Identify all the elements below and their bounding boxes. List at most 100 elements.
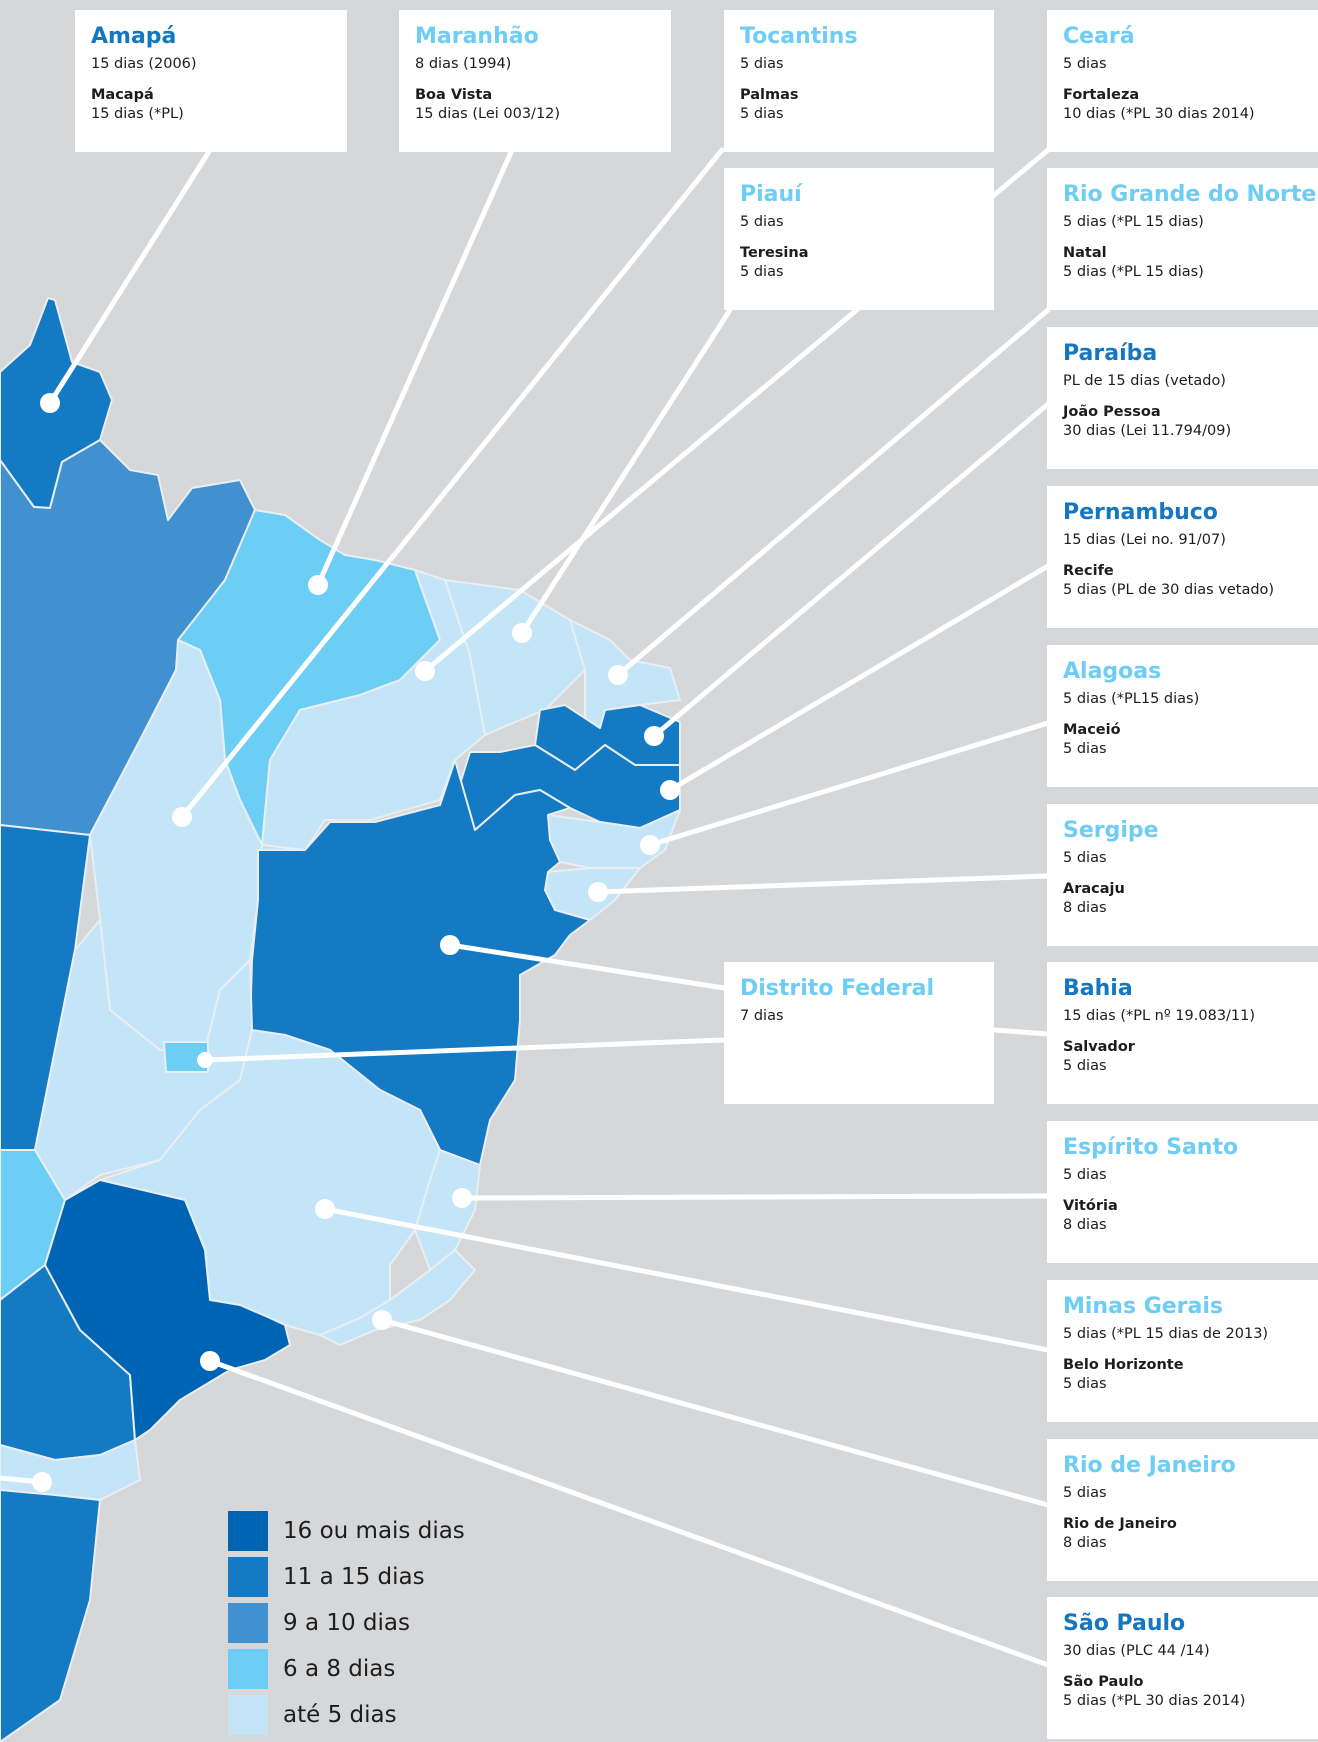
city-name: Palmas <box>740 87 799 103</box>
card-minas-gerais: Minas Gerais 5 dias (*PL 15 dias de 2013… <box>1047 1280 1318 1422</box>
city-value: 5 dias <box>740 106 784 122</box>
state-value: 5 dias <box>1063 56 1107 72</box>
state-name: Pernambuco <box>1063 500 1218 525</box>
state-value: 8 dias (1994) <box>415 56 512 72</box>
city-value: 8 dias <box>1063 1535 1107 1551</box>
state-value: 5 dias (*PL 15 dias) <box>1063 214 1204 230</box>
state-name: São Paulo <box>1063 1611 1186 1636</box>
card-bahia: Bahia 15 dias (*PL nº 19.083/11) Salvado… <box>1047 962 1318 1104</box>
city-value: 5 dias <box>740 264 784 280</box>
card-paraiba: Paraíba PL de 15 dias (vetado) João Pess… <box>1047 327 1318 469</box>
city-value: 8 dias <box>1063 900 1107 916</box>
marker-bahia <box>440 935 460 955</box>
state-name: Rio Grande do Norte <box>1063 182 1317 207</box>
state-value: 5 dias (*PL 15 dias de 2013) <box>1063 1326 1269 1342</box>
legend-item: 6 a 8 dias <box>228 1646 465 1692</box>
city-value: 5 dias (PL de 30 dias vetado) <box>1063 582 1275 598</box>
state-name: Piauí <box>740 182 802 207</box>
region-rio-de-janeiro <box>319 1249 476 1346</box>
city-name: Teresina <box>740 245 809 261</box>
state-name: Amapá <box>91 24 177 49</box>
city-name: Macapá <box>91 87 154 103</box>
city-name: São Paulo <box>1063 1674 1144 1690</box>
region-sao-paulo <box>44 1179 291 1441</box>
city-name: Fortaleza <box>1063 87 1140 103</box>
marker-amapa <box>40 393 60 413</box>
legend-swatch <box>228 1603 268 1643</box>
state-name: Ceará <box>1063 24 1135 49</box>
legend: 16 ou mais dias 11 a 15 dias 9 a 10 dias… <box>228 1508 465 1738</box>
state-name: Alagoas <box>1063 659 1162 684</box>
card-tocantins: Tocantins 5 dias Palmas 5 dias <box>724 10 994 152</box>
city-value: 15 dias (*PL) <box>91 106 184 122</box>
legend-swatch <box>228 1557 268 1597</box>
legend-swatch <box>228 1511 268 1551</box>
marker-sao-paulo <box>200 1351 220 1371</box>
card-sao-paulo: São Paulo 30 dias (PLC 44 /14) São Paulo… <box>1047 1597 1318 1739</box>
state-value: 5 dias <box>1063 850 1107 866</box>
city-value: 30 dias (Lei 11.794/09) <box>1063 423 1232 439</box>
legend-swatch <box>228 1695 268 1735</box>
marker-sergipe <box>588 882 608 902</box>
state-value: 15 dias (*PL nº 19.083/11) <box>1063 1008 1256 1024</box>
state-value: 15 dias (Lei no. 91/07) <box>1063 532 1226 548</box>
marker-rio-grande-norte <box>608 665 628 685</box>
state-name: Tocantins <box>740 24 858 49</box>
city-name: Belo Horizonte <box>1063 1357 1184 1373</box>
legend-swatch <box>228 1649 268 1689</box>
marker-pernambuco <box>660 780 680 800</box>
marker-tocantins <box>172 807 192 827</box>
card-espirito-santo: Espírito Santo 5 dias Vitória 8 dias <box>1047 1121 1318 1263</box>
legend-label: até 5 dias <box>283 1702 397 1728</box>
marker-distrito-federal <box>197 1052 213 1068</box>
legend-label: 9 a 10 dias <box>283 1610 410 1636</box>
marker-ceara <box>512 623 532 643</box>
card-distrito-federal: Distrito Federal 7 dias <box>724 962 994 1104</box>
card-sergipe: Sergipe 5 dias Aracaju 8 dias <box>1047 804 1318 946</box>
state-name: Espírito Santo <box>1063 1135 1239 1160</box>
marker-alagoas <box>640 835 660 855</box>
city-value: 8 dias <box>1063 1217 1107 1233</box>
state-value: 5 dias <box>1063 1485 1107 1501</box>
marker-paraiba <box>644 726 664 746</box>
card-maranhao: Maranhão 8 dias (1994) Boa Vista 15 dias… <box>399 10 671 152</box>
legend-item: até 5 dias <box>228 1692 465 1738</box>
marker-rio-de-janeiro <box>372 1310 392 1330</box>
city-name: Recife <box>1063 563 1114 579</box>
card-pernambuco: Pernambuco 15 dias (Lei no. 91/07) Recif… <box>1047 486 1318 628</box>
legend-label: 16 ou mais dias <box>283 1518 465 1544</box>
state-name: Bahia <box>1063 976 1133 1001</box>
city-name: Salvador <box>1063 1039 1135 1055</box>
state-name: Paraíba <box>1063 341 1158 366</box>
state-value: PL de 15 dias (vetado) <box>1063 373 1226 389</box>
city-value: 5 dias <box>1063 1058 1107 1074</box>
legend-item: 9 a 10 dias <box>228 1600 465 1646</box>
city-value: 5 dias <box>1063 741 1107 757</box>
card-alagoas: Alagoas 5 dias (*PL15 dias) Maceió 5 dia… <box>1047 645 1318 787</box>
state-value: 30 dias (PLC 44 /14) <box>1063 1643 1210 1659</box>
legend-label: 6 a 8 dias <box>283 1656 396 1682</box>
state-name: Minas Gerais <box>1063 1294 1224 1319</box>
state-value: 7 dias <box>740 1008 784 1024</box>
state-value: 5 dias <box>740 214 784 230</box>
card-ceara: Ceará 5 dias Fortaleza 10 dias (*PL 30 d… <box>1047 10 1318 152</box>
card-rio-de-janeiro: Rio de Janeiro 5 dias Rio de Janeiro 8 d… <box>1047 1439 1318 1581</box>
legend-item: 11 a 15 dias <box>228 1554 465 1600</box>
city-name: Boa Vista <box>415 87 493 103</box>
legend-label: 11 a 15 dias <box>283 1564 425 1590</box>
city-name: Maceió <box>1063 722 1121 738</box>
card-piaui: Piauí 5 dias Teresina 5 dias <box>724 168 994 310</box>
marker-santa-catarina <box>32 1472 52 1492</box>
city-value: 10 dias (*PL 30 dias 2014) <box>1063 106 1255 122</box>
state-name: Rio de Janeiro <box>1063 1453 1236 1478</box>
marker-maranhao <box>308 575 328 595</box>
state-name: Maranhão <box>415 24 539 49</box>
state-name: Distrito Federal <box>740 976 935 1001</box>
state-name: Sergipe <box>1063 818 1159 843</box>
city-name: Rio de Janeiro <box>1063 1516 1177 1532</box>
city-name: Vitória <box>1063 1198 1118 1214</box>
card-amapa: Amapá 15 dias (2006) Macapá 15 dias (*PL… <box>75 10 347 152</box>
region-rio-grande-sul <box>0 1489 101 1742</box>
state-value: 5 dias <box>1063 1167 1107 1183</box>
